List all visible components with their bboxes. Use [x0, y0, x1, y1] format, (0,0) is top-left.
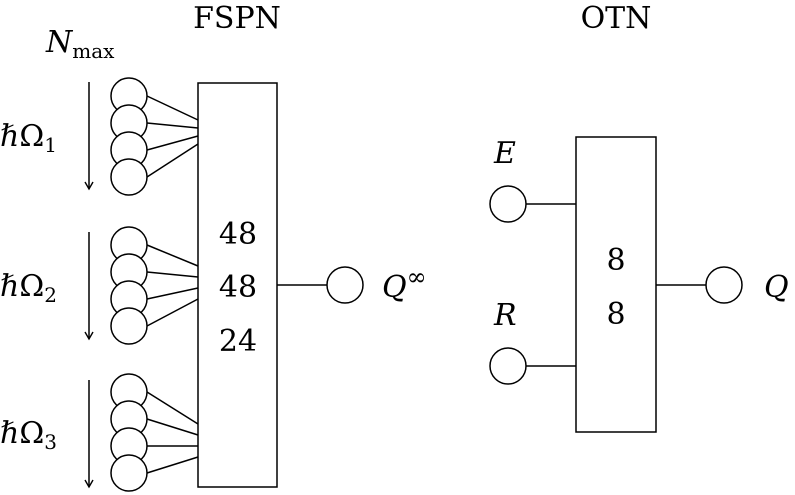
omega-index: 3 [44, 430, 57, 454]
nmax-subscript: max [72, 39, 115, 63]
otn-hidden-layers-box [575, 136, 657, 433]
output-node [326, 266, 364, 304]
connection-line [146, 122, 199, 129]
omega-index: 1 [44, 133, 57, 157]
fspn-input-group-3: ℏΩ3 [0, 373, 199, 492]
omega-symbol: Ω [19, 416, 44, 451]
hbar-symbol: ℏ [0, 416, 19, 451]
hbar-symbol: ℏ [0, 119, 19, 154]
output-symbol: Q [382, 270, 407, 305]
omega-index: 2 [44, 283, 57, 307]
otn-input-label-r: R [493, 298, 517, 333]
connection-line [146, 298, 199, 327]
layer-size-label: 48 [219, 270, 257, 305]
otn-input-label-e: E [493, 136, 516, 171]
otn-title: OTN [581, 1, 652, 36]
fspn-input-group-1: ℏΩ1 [0, 77, 199, 196]
hbar-omega-label: ℏΩ3 [0, 416, 57, 454]
input-node-e [489, 185, 527, 223]
input-node [110, 454, 148, 492]
connection-line [146, 95, 199, 121]
input-node-r [489, 347, 527, 385]
output-node [705, 266, 743, 304]
layer-size-label: 8 [606, 243, 625, 278]
fspn-input-group-2: ℏΩ2 [0, 226, 199, 345]
hbar-omega-label: ℏΩ1 [0, 119, 57, 157]
fspn-hidden-layers-box [197, 82, 278, 488]
nmax-symbol: N [45, 25, 74, 60]
output-superscript: ∞ [407, 263, 427, 291]
connection-line [146, 271, 199, 278]
connection-line [146, 418, 199, 436]
input-node [110, 307, 148, 345]
fspn-network: FSPN Nmax ℏΩ1 ℏΩ2 [0, 1, 427, 492]
connection-line [146, 287, 199, 300]
connection-line [146, 143, 199, 178]
otn-network: OTN E R 8 8 Q [489, 1, 789, 433]
otn-output-label: Q [764, 270, 789, 305]
connection-line [146, 456, 199, 474]
connection-line [146, 391, 199, 425]
fspn-title: FSPN [193, 1, 281, 36]
input-node [110, 158, 148, 196]
nmax-label: Nmax [45, 25, 115, 63]
omega-symbol: Ω [19, 269, 44, 304]
layer-size-label: 48 [219, 217, 257, 252]
layer-size-label: 24 [219, 324, 257, 359]
connection-line [146, 244, 199, 267]
hbar-omega-label: ℏΩ2 [0, 269, 57, 307]
omega-symbol: Ω [19, 119, 44, 154]
fspn-output-label: Q∞ [382, 263, 427, 305]
hbar-symbol: ℏ [0, 269, 19, 304]
layer-size-label: 8 [606, 297, 625, 332]
connection-line [146, 135, 199, 151]
